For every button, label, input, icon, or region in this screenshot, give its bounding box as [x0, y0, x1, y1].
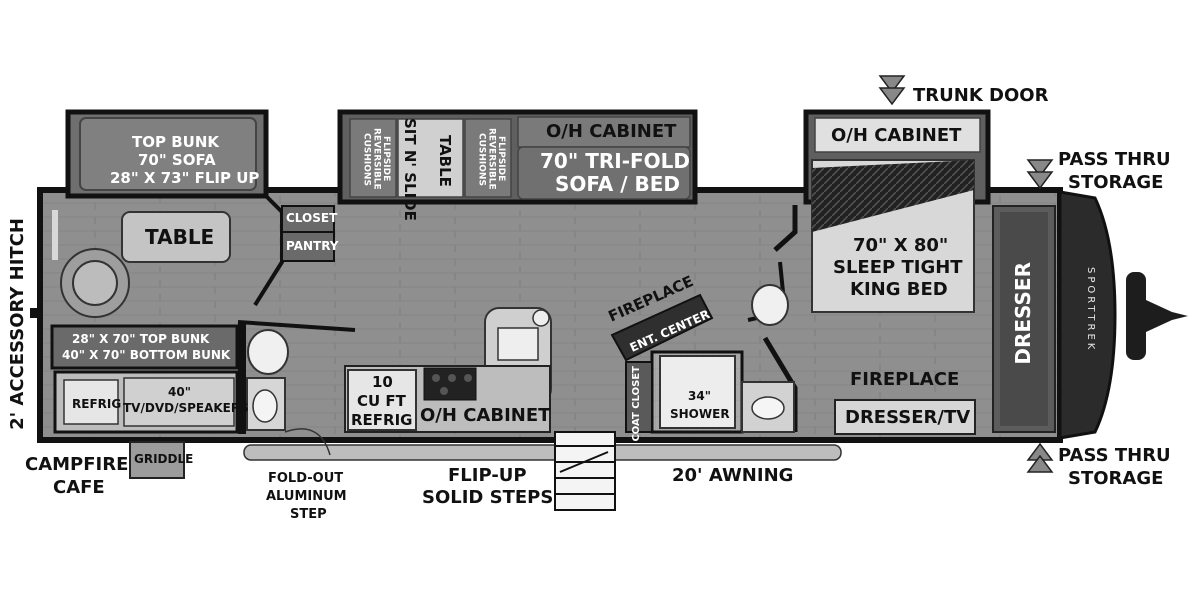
coat-closet	[625, 361, 653, 433]
trunk-door-arrow	[878, 75, 906, 106]
tv-label-1: 40"	[168, 385, 191, 399]
campfire-label-2: CAFE	[53, 477, 105, 498]
fireplace-bedroom-label: FIREPLACE	[850, 369, 960, 390]
campfire-label-1: CAMPFIRE	[25, 454, 129, 475]
rear-slide-out	[65, 109, 269, 199]
bunk-area	[50, 324, 239, 434]
toilet-front	[751, 284, 789, 326]
refrig-big-label-3: REFRIG	[351, 411, 413, 429]
closet-label: CLOSET	[286, 211, 338, 225]
refrig-big-label-2: CU FT	[357, 392, 406, 410]
sit-n-slide-label-2: TABLE	[436, 135, 455, 187]
outdoor-griddle	[129, 441, 185, 479]
pantry-label: PANTRY	[286, 239, 339, 253]
table-area	[52, 210, 231, 318]
top-bunk-sofa-label-3: 28" X 73" FLIP UP	[110, 169, 260, 187]
tv-label-2: TV/DVD/SPEAKERS	[123, 401, 249, 415]
sit-n-slide-label-1: SIT N' SLIDE	[401, 118, 420, 221]
awning-label: 20' AWNING	[672, 465, 794, 486]
bed-label-3: KING BED	[850, 279, 948, 300]
shower-label-2: SHOWER	[670, 407, 730, 421]
griddle-label: GRIDDLE	[134, 452, 194, 466]
trunk-door-label: TRUNK DOOR	[913, 85, 1049, 106]
pass-thru-bottom-arrow	[1026, 442, 1054, 473]
bed-label-2: SLEEP TIGHT	[833, 257, 963, 278]
refrig-big-label-1: 10	[372, 373, 393, 391]
rear-hitch	[30, 308, 42, 318]
king-bed	[811, 159, 975, 313]
bedroom-dresser-tv	[834, 399, 976, 435]
pass-thru-bottom-label-2: STORAGE	[1068, 468, 1164, 489]
coat-closet-label: COAT CLOSET	[631, 366, 642, 442]
tri-fold-label-2: SOFA / BED	[555, 172, 680, 196]
rear-bath	[237, 320, 356, 456]
flipside-left-label: FLIPSIDE REVERSIBLE CUSHIONS	[361, 128, 391, 190]
table-label: TABLE	[145, 225, 215, 249]
accessory-hitch-label: 2' ACCESSORY HITCH	[7, 218, 28, 430]
dresser-tv-label: DRESSER/TV	[845, 407, 971, 428]
bathroom	[650, 350, 795, 434]
fold-out-label-1: FOLD-OUT	[268, 471, 344, 486]
refrig-small-label: REFRIG	[72, 397, 122, 411]
brand-logo: SPORTTREK	[1085, 267, 1096, 353]
flipside-right-label: FLIPSIDE REVERSIBLE CUSHIONS	[476, 128, 506, 190]
fold-out-label-2: ALUMINUM	[266, 489, 347, 504]
oh-cabinet-sofa-label: O/H CABINET	[546, 121, 677, 142]
pass-thru-top-label-1: PASS THRU	[1058, 149, 1171, 170]
front-dresser	[992, 205, 1056, 433]
dresser-front-label: DRESSER	[1011, 262, 1035, 365]
awning-rail	[243, 444, 842, 461]
flip-up-label-1: FLIP-UP	[448, 465, 527, 486]
pass-thru-top-label-2: STORAGE	[1068, 172, 1164, 193]
pass-thru-top-arrow	[1026, 159, 1054, 190]
oh-cabinet-kitchen-label: O/H CABINET	[420, 405, 551, 426]
oh-cabinet-bed-label: O/H CABINET	[831, 125, 962, 146]
bunks-label-2: 40" X 70" BOTTOM BUNK	[62, 348, 231, 362]
fold-out-label-3: STEP	[290, 507, 327, 522]
pass-thru-bottom-label-1: PASS THRU	[1058, 445, 1171, 466]
top-bunk-sofa-label-1: TOP BUNK	[132, 133, 219, 151]
top-bunk-sofa-label-2: 70" SOFA	[138, 151, 216, 169]
shower-label-1: 34"	[688, 389, 711, 403]
closet-pantry	[253, 194, 335, 307]
front-cap	[1058, 190, 1188, 440]
bunks-label-1: 28" X 70" TOP BUNK	[72, 332, 210, 346]
living-slide-out	[337, 109, 698, 205]
galley-counter	[344, 365, 551, 433]
bed-label-1: 70" X 80"	[853, 235, 949, 256]
tri-fold-label-1: 70" TRI-FOLD	[540, 149, 691, 173]
entry-steps	[554, 431, 616, 511]
flip-up-label-2: SOLID STEPS	[422, 487, 554, 508]
ent-center-block	[610, 293, 714, 362]
